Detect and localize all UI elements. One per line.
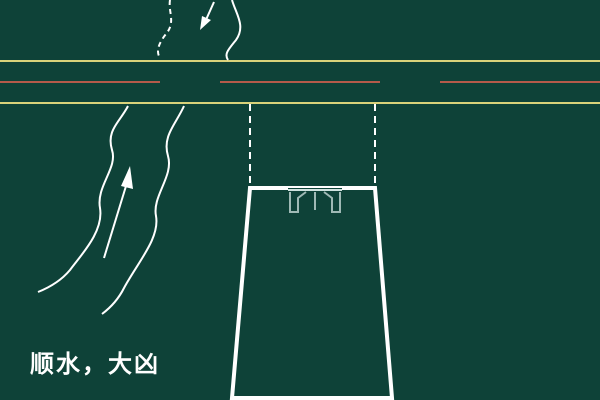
water-stream-lower-left bbox=[37, 105, 129, 293]
diagram-caption: 顺水，大凶 bbox=[30, 350, 160, 378]
double-door-icon bbox=[288, 188, 342, 213]
water-stream-lower-right bbox=[101, 105, 185, 315]
water-stream-upper-left bbox=[157, 0, 173, 59]
arrow-down-icon bbox=[200, 1, 215, 30]
building-outline bbox=[229, 186, 395, 400]
arrow-up-icon bbox=[103, 166, 133, 259]
water-stream-upper-right bbox=[225, 0, 242, 61]
